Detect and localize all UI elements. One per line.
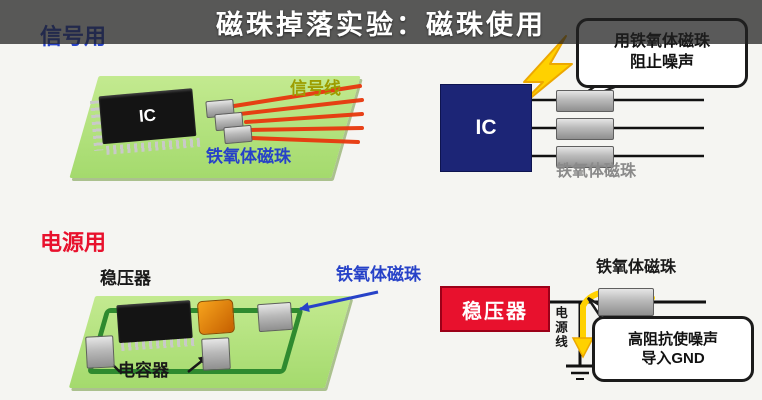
power-section-label: 电源用: [40, 230, 107, 255]
regulator-label: 稳压器: [100, 269, 151, 288]
schematic-bead-icon: [556, 90, 614, 112]
ferrite-bead-icon: [223, 124, 253, 145]
regulator-box: 稳压器: [440, 286, 550, 332]
title-banner: 磁珠掉落实验：磁珠使用: [0, 0, 762, 44]
inductor-component-icon: [196, 298, 236, 336]
power-bead-label: 铁氧体磁珠: [336, 265, 421, 284]
gnd-bubble-line2: 导入GND: [641, 350, 705, 367]
schematic-bead-icon: [556, 118, 614, 140]
noise-path-arrowhead: [571, 337, 595, 359]
regulator-box-label: 稳压器: [462, 300, 528, 323]
schematic-bead-label: 铁氧体磁珠: [556, 163, 637, 180]
gnd-bubble: 高阻抗使噪声 导入GND: [592, 316, 754, 382]
banner-title: 磁珠掉落实验：磁珠使用: [216, 9, 546, 40]
signal-line-label: 信号线: [290, 79, 341, 98]
signal-ic-chip: IC: [89, 81, 211, 163]
signal-ic-chip-body: IC: [98, 88, 197, 145]
schematic-bead-icon: [556, 146, 614, 168]
power-line-label: 电源线: [553, 306, 567, 350]
schematic-ic-box: IC: [440, 84, 532, 172]
capacitor-label: 电容器: [118, 361, 169, 380]
power-schematic-bead-icon: [598, 288, 654, 316]
signal-bead-label: 铁氧体磁珠: [206, 147, 291, 166]
capacitor-icon: [85, 335, 115, 369]
schematic-ic-label: IC: [475, 116, 497, 139]
capacitor-icon: [201, 337, 231, 371]
noise-block-bubble-line2: 阻止噪声: [629, 54, 694, 71]
signal-ic-chip-label: IC: [138, 105, 157, 126]
gnd-icon: [566, 364, 594, 380]
power-schematic-bead-label: 铁氧体磁珠: [596, 259, 677, 276]
board-bead-icon: [257, 301, 293, 333]
gnd-bubble-line1: 高阻抗使噪声: [627, 330, 718, 348]
regulator-chip-body: [116, 300, 193, 344]
